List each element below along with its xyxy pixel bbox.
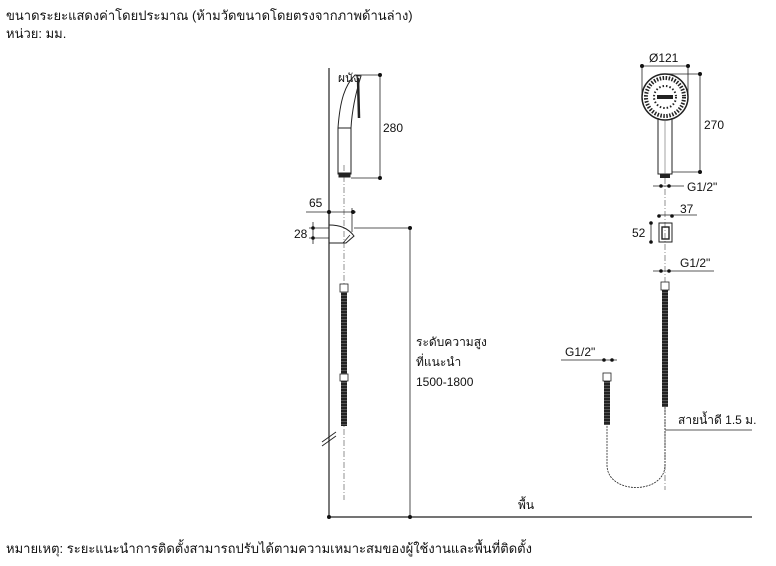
header-note: ขนาดระยะแสดงค่าโดยประมาณ (ห้ามวัดขนาดโดย…	[6, 8, 413, 23]
dim-280: 280	[383, 121, 403, 135]
hose-label: สายน้ำดี 1.5 ม.	[678, 411, 756, 427]
dim-65: 65	[309, 196, 323, 210]
dim-37: 37	[680, 202, 694, 216]
hand-shower-side	[337, 74, 362, 178]
thread-label-1: G1/2"	[687, 180, 717, 194]
dim-28: 28	[294, 227, 308, 241]
hose-side	[339, 283, 349, 426]
dim-270: 270	[704, 118, 724, 132]
wall-holder-side	[328, 224, 355, 244]
dim-diameter: Ø121	[649, 51, 679, 65]
front-view: Ø121 270 G1/2" 37 52 G1/2" สายน้ำดี 1.5 …	[561, 51, 756, 490]
break-mark-icon	[321, 431, 337, 447]
thread-label-2: G1/2"	[680, 256, 710, 270]
height-label-1: ระดับความสูง	[416, 335, 487, 350]
footer-note: หมายเหตุ: ระยะแนะนำการติดตั้งสามารถปรับไ…	[6, 541, 532, 556]
hose-bend	[606, 407, 666, 488]
side-view: ผนัง 280 65 28 ระดับความสู	[294, 68, 752, 519]
wall-label: ผนัง	[338, 71, 359, 85]
shower-head-front	[641, 73, 689, 178]
thread-label-3: G1/2"	[565, 345, 595, 359]
height-label-2: ที่แนะนำ	[416, 353, 461, 369]
wall-holder-front	[658, 222, 673, 243]
unit-label: หน่วย: มม.	[6, 26, 67, 41]
dim-52: 52	[632, 226, 646, 240]
floor-label: พื้น	[518, 496, 534, 512]
height-range: 1500-1800	[416, 375, 474, 389]
